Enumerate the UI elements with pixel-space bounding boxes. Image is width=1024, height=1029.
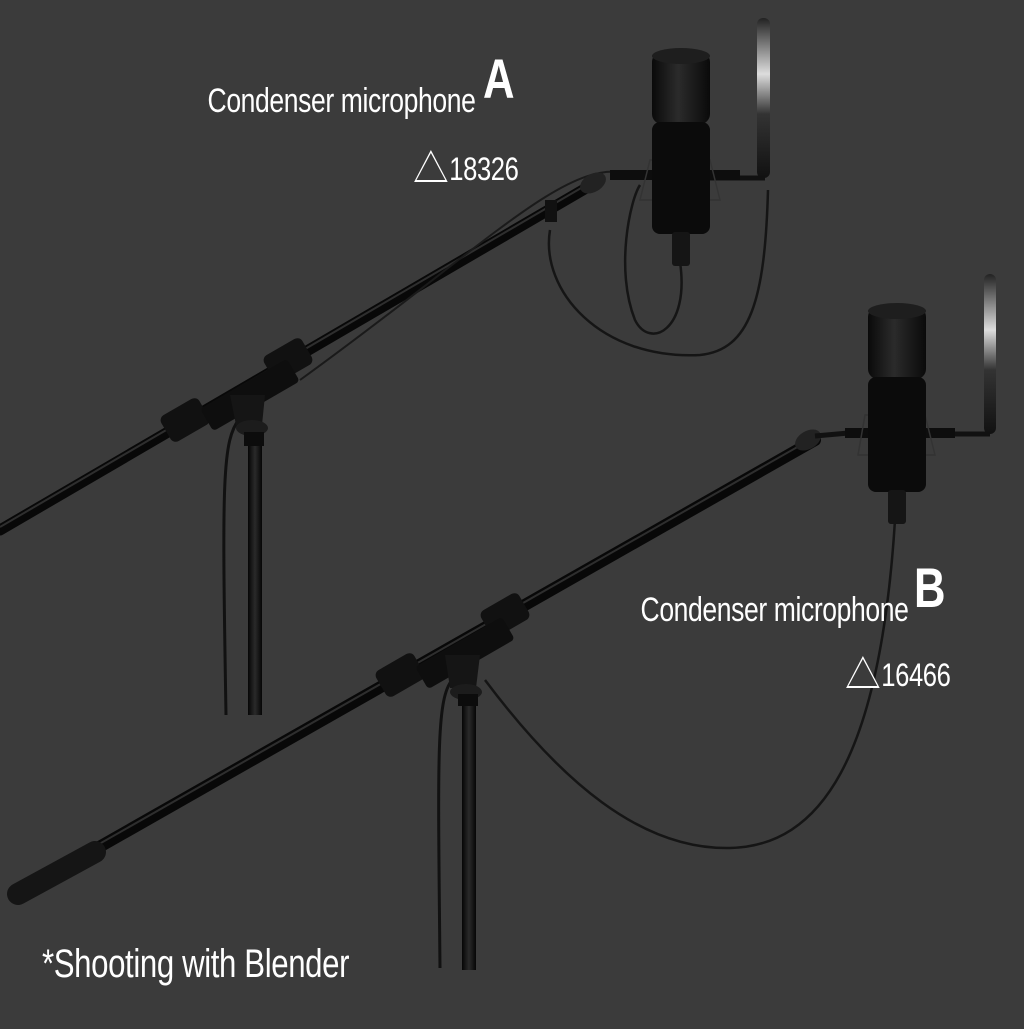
mic-a-stand-head [230, 395, 265, 425]
mic-b-letter: B [914, 556, 946, 619]
mic-a-polycount-value: 18326 [448, 151, 519, 187]
mic-a-pop-filter [757, 18, 770, 178]
mic-b-grille [868, 307, 926, 379]
triangle-icon [845, 656, 880, 688]
mic-b-body [868, 377, 926, 492]
mic-b-stand-head [445, 655, 480, 688]
mic-a-rig [0, 18, 770, 716]
mic-a-stand-pole [248, 440, 262, 715]
mic-a-letter: A [483, 47, 515, 110]
mic-a-title: Condenser microphone [207, 82, 475, 120]
mic-b-polycount: 16466 [845, 656, 951, 694]
mic-b-title: Condenser microphone [640, 591, 908, 629]
mic-b-label: Condenser microphone [565, 591, 908, 630]
mic-a-boom-clamp-rear [160, 398, 210, 442]
mic-b-stand-pole [462, 700, 476, 970]
triangle-icon [413, 150, 448, 182]
mic-a-grille [652, 52, 710, 124]
mic-a-polycount: 18326 [413, 150, 519, 188]
mic-a-label: Condenser microphone [132, 82, 475, 121]
mic-b-stand-cable [437, 679, 454, 969]
mic-b-boom-end-cap [7, 841, 106, 905]
mic-b-polycount-value: 16466 [880, 657, 951, 693]
mic-b-boom-clamp-rear [375, 653, 425, 697]
mic-b-xlr [888, 490, 906, 524]
mic-a-stand-cable [222, 417, 242, 716]
footer-note: *Shooting with Blender [42, 942, 350, 986]
mic-a-xlr [672, 232, 690, 266]
mic-b-pop-filter [984, 274, 996, 434]
mic-b-rig [7, 274, 996, 970]
mic-b-cable [484, 519, 897, 850]
mic-a-body [652, 122, 710, 234]
